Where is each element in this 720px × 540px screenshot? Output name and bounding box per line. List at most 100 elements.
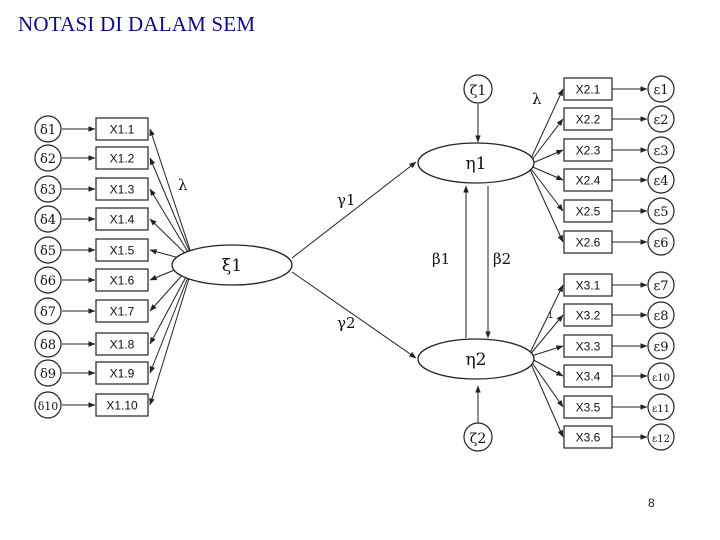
xi1-label: ξ1: [222, 256, 242, 276]
y-error-circle: [647, 75, 675, 103]
x-error-label: δ5: [40, 244, 56, 259]
x-loading-arrow: [149, 128, 195, 263]
y-error-label: ε1: [653, 83, 668, 98]
y-loading-arrow: [527, 88, 564, 166]
y-indicator-label: X2.2: [576, 113, 601, 127]
y-indicator-box: [563, 230, 613, 254]
zeta1-disturbance: ζ1: [463, 74, 493, 104]
y-error-circle: [647, 423, 675, 451]
y-indicator-group: X2.6 ε6: [527, 164, 675, 256]
x-indicator-box: [95, 268, 149, 292]
y-indicator-label: X3.5: [576, 401, 601, 415]
gamma2-path: [291, 271, 417, 359]
x-indicator-group: X1.3 δ3: [34, 175, 195, 263]
x-error-circle: [34, 330, 62, 358]
lambda-x-label: λ: [178, 176, 188, 194]
x-indicator-box: [95, 332, 149, 356]
x-error-label: δ1: [40, 123, 56, 138]
y-indicator-box: [563, 395, 613, 419]
y-error-circle: [647, 228, 675, 256]
x-indicator-label: X1.9: [110, 367, 135, 381]
y-error-circle: [647, 271, 675, 299]
x-error-label: δ6: [40, 274, 56, 289]
y-indicator-box: [563, 107, 613, 131]
x-indicator-group: X1.6 δ6: [34, 261, 195, 294]
zeta2-disturbance: ζ2: [463, 422, 493, 452]
x-error-circle: [34, 175, 62, 203]
y-indicator-box: [563, 138, 613, 162]
y-loading-arrow: [527, 356, 564, 408]
x-indicator-label: X1.7: [110, 305, 135, 319]
x-indicator-box: [95, 207, 149, 231]
x-error-circle: [34, 115, 62, 143]
x-loading-arrow: [149, 261, 195, 374]
gamma2-label: γ2: [337, 314, 356, 332]
y-indicator-label: X2.1: [576, 83, 601, 97]
eta2-latent: η2: [417, 338, 535, 380]
x-indicator-box: [95, 177, 149, 201]
x-indicator-group: X1.10 δ10: [34, 261, 195, 419]
y-indicator-group: X3.2 ε8: [527, 301, 675, 358]
x-indicator-group: X1.4δ4: [34, 205, 195, 263]
x-loading-arrow: [149, 188, 195, 263]
y-loading-arrow: [527, 345, 564, 358]
y-indicator-label: X2.6: [576, 236, 601, 250]
x-error-circle: [34, 236, 62, 264]
x-error-label: δ2: [40, 152, 56, 167]
y-error-circle: [647, 332, 675, 360]
x-indicator-box: [95, 238, 149, 262]
x-error-label: δ3: [40, 183, 56, 198]
gamma1-label: γ1: [337, 191, 356, 209]
stray-mark: 1: [548, 310, 553, 320]
y-indicator-box: [563, 168, 613, 192]
x-indicator-group: X1.7δ7: [34, 261, 195, 325]
x-indicator-label: X1.10: [106, 399, 138, 413]
y-indicator-box: [563, 77, 613, 101]
gamma1-path: [291, 161, 417, 259]
y-error-label: ε12: [652, 434, 670, 445]
y-indicator-group: X2.1 ε1: [527, 75, 675, 166]
x-indicator-group: X1.5δ5: [34, 236, 195, 264]
y-error-label: ε6: [653, 236, 668, 251]
y-error-label: ε8: [653, 309, 668, 324]
beta1-label: β1: [432, 250, 450, 268]
x-error-label: δ9: [40, 367, 56, 382]
x-loading-arrow: [149, 261, 195, 406]
page-number: 8: [648, 496, 655, 510]
x-indicator-box: [95, 299, 149, 323]
x-indicator-box: [95, 393, 149, 417]
y-error-circle: [647, 393, 675, 421]
x-error-circle: [34, 391, 62, 419]
y-loading-arrow: [527, 314, 564, 358]
y-indicator-box: [563, 425, 613, 449]
x-indicator-group: X1.1 δ1: [34, 115, 195, 263]
y-indicator-label: X3.2: [576, 309, 601, 323]
y-error-label: ε7: [653, 279, 668, 294]
y-indicator-label: X2.4: [576, 174, 601, 188]
y-indicator-group: X2.2 ε2: [527, 105, 675, 166]
y-indicator-box: [563, 199, 613, 223]
y-error-circle: [647, 301, 675, 329]
y-error-label: ε3: [653, 144, 668, 159]
y-indicator-group: X2.4 ε4: [527, 164, 675, 194]
x-indicator-label: X1.3: [110, 183, 135, 197]
y-error-label: ε4: [653, 174, 668, 189]
x-indicator-label: X1.1: [110, 123, 135, 137]
y-error-label: ε2: [653, 113, 668, 128]
x-error-circle: [34, 297, 62, 325]
y-error-label: ε11: [652, 404, 670, 415]
x-indicator-group: X1.9 δ9: [34, 261, 195, 387]
x-indicator-box: [95, 117, 149, 141]
xi1-latent: ξ1: [171, 244, 293, 286]
x-error-label: δ10: [38, 400, 59, 413]
x-error-label: δ8: [40, 338, 56, 353]
y-loading-arrow: [527, 164, 564, 212]
y-indicator-group: X3.5 ε11: [527, 356, 675, 421]
y-error-circle: [647, 136, 675, 164]
x-indicator-label: X1.6: [110, 274, 135, 288]
y-error-circle: [647, 362, 675, 390]
y-indicator-label: X3.1: [576, 279, 601, 293]
